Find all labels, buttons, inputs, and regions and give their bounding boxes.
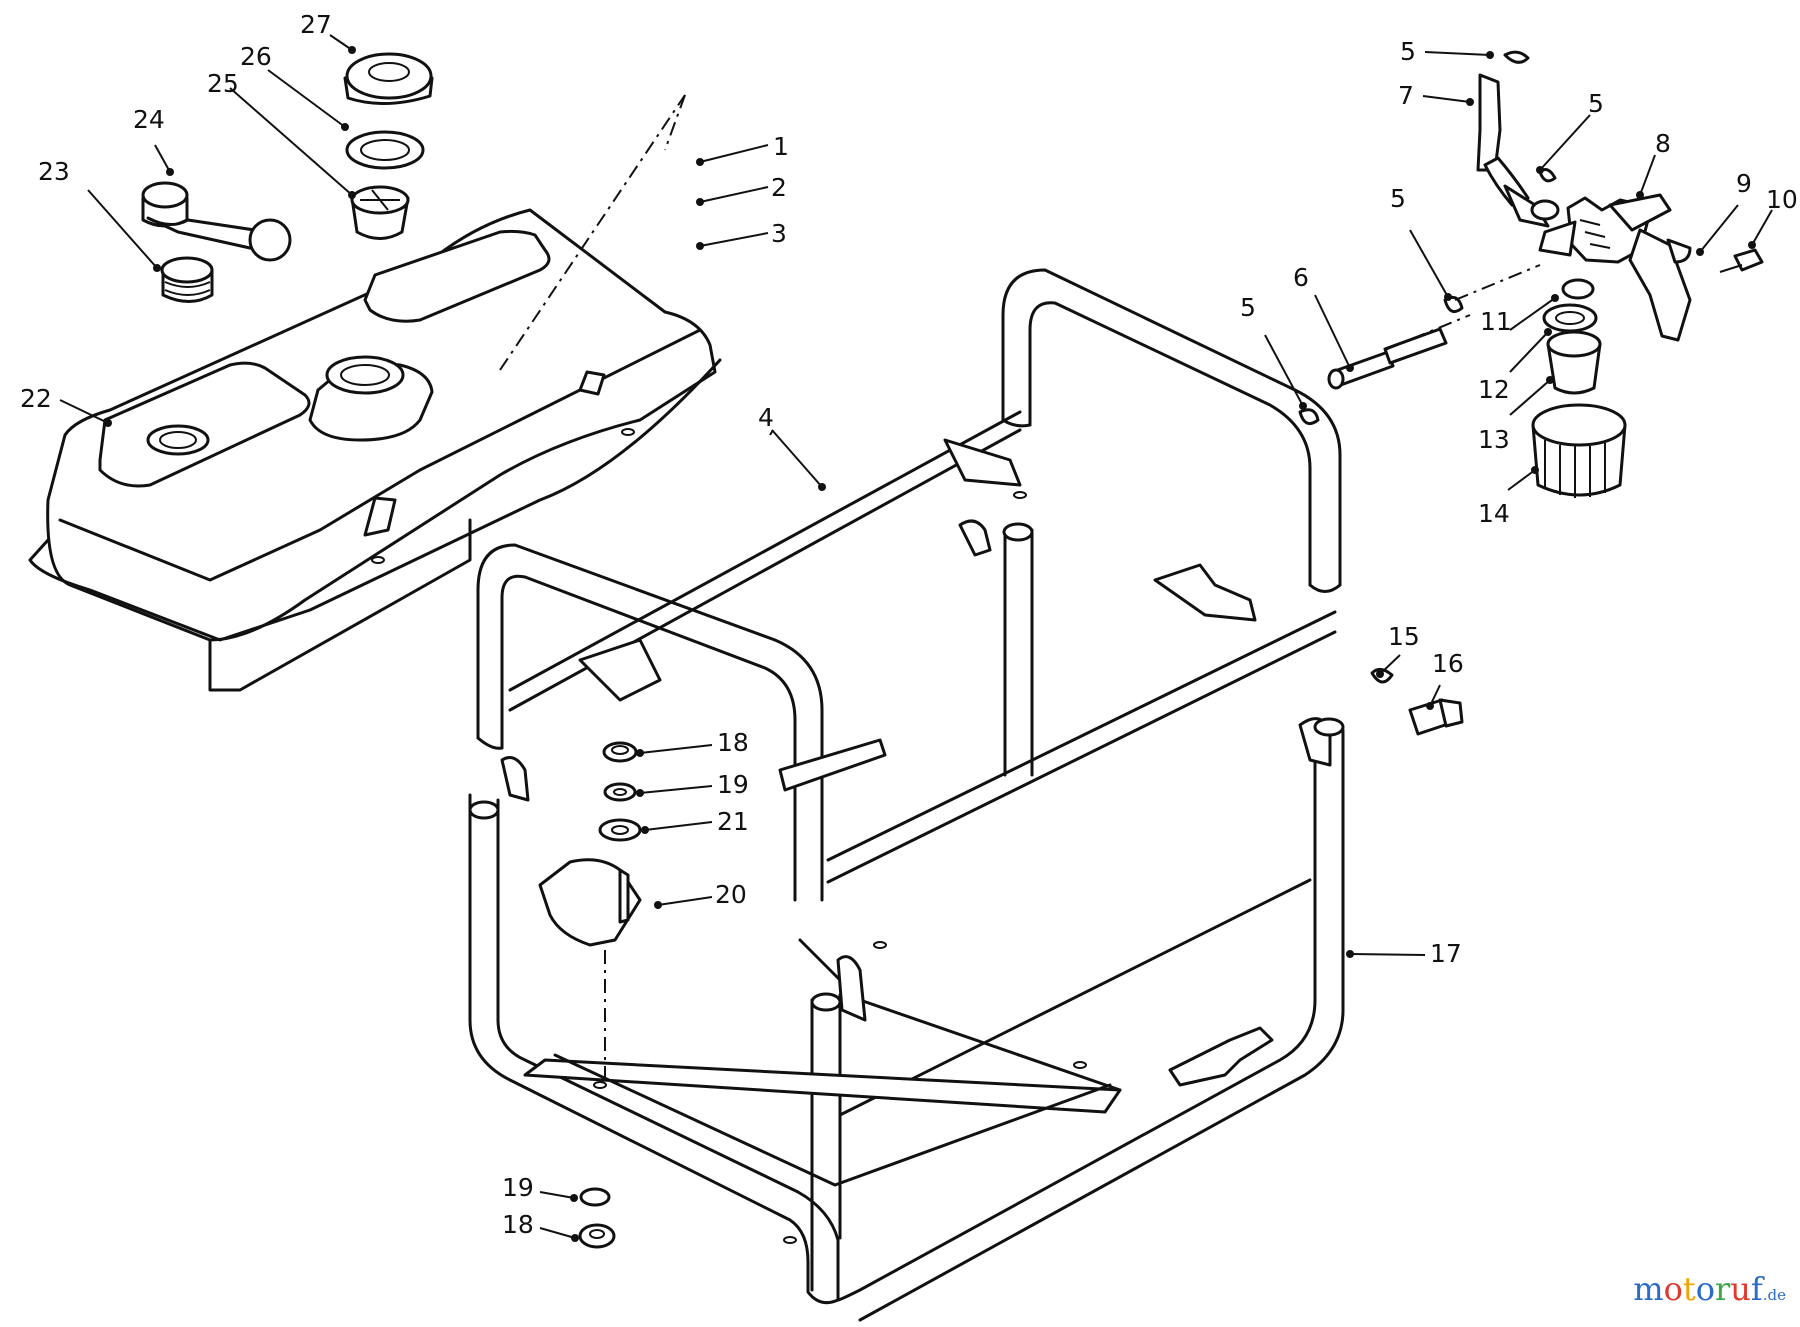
callout-21: 21 — [717, 807, 749, 836]
callout-19b: 19 — [502, 1173, 534, 1202]
watermark-letter: u — [1730, 1270, 1751, 1308]
watermark-letter: f — [1750, 1270, 1763, 1308]
callout-5d: 5 — [1240, 293, 1256, 322]
assembly-center-lines — [499, 94, 1541, 1080]
callout-9: 9 — [1736, 169, 1752, 198]
fuel-valve-assembly — [1298, 50, 1764, 736]
callout-5a: 5 — [1400, 37, 1416, 66]
callout-12: 12 — [1478, 375, 1510, 404]
callout-18a: 18 — [717, 728, 749, 757]
callout-1: 1 — [773, 132, 789, 161]
callout-18b: 18 — [502, 1210, 534, 1239]
fuel-tank — [28, 208, 722, 692]
callout-24: 24 — [133, 105, 165, 134]
callout-13: 13 — [1478, 425, 1510, 454]
callout-15: 15 — [1388, 622, 1420, 651]
callout-2: 2 — [771, 173, 787, 202]
callout-27: 27 — [300, 10, 332, 39]
tubular-frame — [468, 268, 1345, 1322]
callout-labels: 1 2 3 4 5 5 5 5 6 7 8 9 10 11 12 13 14 1… — [20, 10, 1798, 1239]
leader-lines — [59, 34, 1773, 1242]
callout-23: 23 — [38, 157, 70, 186]
watermark-letter: r — [1715, 1270, 1731, 1308]
callout-17: 17 — [1430, 939, 1462, 968]
watermark-letter: o — [1663, 1270, 1683, 1308]
callout-7: 7 — [1398, 81, 1414, 110]
callout-8: 8 — [1655, 129, 1671, 158]
callout-14: 14 — [1478, 499, 1510, 528]
callout-19a: 19 — [717, 770, 749, 799]
watermark-letter: m — [1633, 1270, 1664, 1308]
watermark-logo: motoruf.de — [1633, 1270, 1786, 1308]
callout-6: 6 — [1293, 263, 1309, 292]
callout-26: 26 — [240, 42, 272, 71]
watermark-letter: t — [1682, 1270, 1696, 1308]
fuel-cap-assembly — [343, 52, 434, 240]
callout-25: 25 — [207, 69, 239, 98]
watermark-tld: .de — [1762, 1286, 1786, 1304]
callout-5c: 5 — [1390, 184, 1406, 213]
callout-3: 3 — [771, 219, 787, 248]
callout-11: 11 — [1480, 307, 1512, 336]
mounting-hardware — [538, 741, 642, 1249]
watermark-letter: o — [1695, 1270, 1715, 1308]
callout-22: 22 — [20, 384, 52, 413]
callout-20: 20 — [715, 880, 747, 909]
oil-filler-plug — [141, 181, 292, 303]
callout-10: 10 — [1766, 185, 1798, 214]
callout-4: 4 — [758, 403, 774, 432]
callout-5b: 5 — [1588, 89, 1604, 118]
callout-16: 16 — [1432, 649, 1464, 678]
